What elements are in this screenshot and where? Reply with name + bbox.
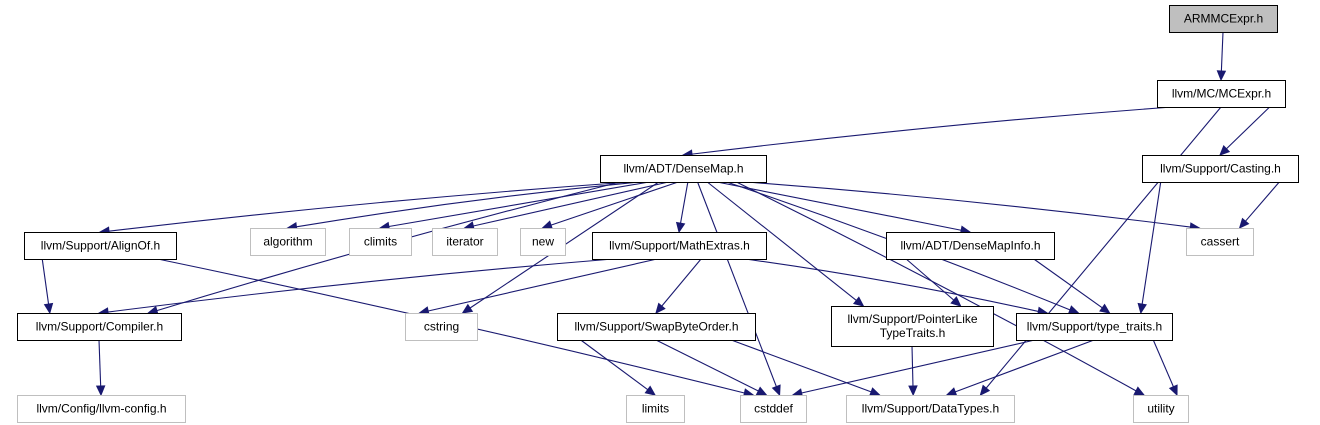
node-box	[592, 232, 767, 260]
node-label: cstddef	[754, 402, 793, 416]
node-climits[interactable]: climits	[349, 228, 412, 256]
node-box	[886, 232, 1055, 260]
node-box	[1016, 313, 1173, 341]
node-label: llvm/Support/Casting.h	[1160, 162, 1281, 176]
nodes-layer: ARMMCExpr.h llvm/MC/MCExpr.h llvm/ADT/Dens…	[17, 5, 1299, 423]
node-label: limits	[642, 402, 669, 416]
edge-mathextras-to-cstring	[418, 258, 658, 316]
edge-mathextras-to-compiler	[97, 258, 613, 317]
edge-typetraits-to-datatypes	[945, 339, 1095, 397]
node-label: llvm/ADT/DenseMapInfo.h	[900, 239, 1040, 253]
node-box	[17, 395, 186, 423]
node-label: llvm/Support/DataTypes.h	[862, 402, 999, 416]
node-box	[557, 313, 756, 341]
node-box	[17, 313, 182, 341]
node-label: llvm/Config/llvm-config.h	[36, 402, 166, 416]
node-box	[626, 395, 685, 423]
node-algorithm[interactable]: algorithm	[250, 228, 326, 256]
node-label: llvm/Support/AlignOf.h	[41, 239, 160, 253]
node-box	[1157, 80, 1286, 108]
edge-densemap-to-mathextras	[675, 181, 689, 234]
node-mcexpr[interactable]: llvm/MC/MCExpr.h	[1157, 80, 1286, 108]
node-box	[846, 395, 1015, 423]
node-label: climits	[364, 235, 397, 249]
edge-alignof-to-compiler	[41, 258, 54, 315]
node-label: algorithm	[263, 235, 312, 249]
node-densemap[interactable]: llvm/ADT/DenseMap.h	[600, 155, 767, 183]
node-box	[349, 228, 412, 256]
edge-armmcexpr-to-mcexpr	[1216, 31, 1227, 82]
edge-pointerlike-to-datatypes	[908, 345, 918, 397]
node-label: ARMMCExpr.h	[1184, 12, 1263, 26]
node-box	[1133, 395, 1189, 423]
node-llvmconfig[interactable]: llvm/Config/llvm-config.h	[17, 395, 186, 423]
node-armmcexpr[interactable]: ARMMCExpr.h	[1169, 5, 1278, 33]
node-label: cassert	[1201, 235, 1240, 249]
node-box	[432, 228, 498, 256]
node-alignof[interactable]: llvm/Support/AlignOf.h	[24, 232, 177, 260]
node-label: llvm/Support/type_traits.h	[1027, 320, 1162, 334]
node-label: new	[532, 235, 554, 249]
edge-swapbyteorder-to-datatypes	[731, 339, 881, 397]
edge-densemapinfo-to-typetraits	[1033, 258, 1111, 314]
node-densemapinfo[interactable]: llvm/ADT/DenseMapInfo.h	[886, 232, 1055, 260]
edge-swapbyteorder-to-limits	[580, 339, 656, 396]
node-limits[interactable]: limits	[626, 395, 685, 423]
node-label: llvm/Support/Compiler.h	[36, 320, 163, 334]
node-label: llvm/Support/SwapByteOrder.h	[574, 320, 738, 334]
edge-densemap-to-utility	[736, 181, 1146, 396]
node-label: llvm/ADT/DenseMap.h	[623, 162, 743, 176]
edge-mathextras-to-swapbyteorder	[655, 258, 702, 314]
edges-layer	[41, 31, 1280, 398]
node-label: llvm/MC/MCExpr.h	[1172, 87, 1271, 101]
node-casting[interactable]: llvm/Support/Casting.h	[1142, 155, 1299, 183]
node-box	[250, 228, 326, 256]
node-swapbyteorder[interactable]: llvm/Support/SwapByteOrder.h	[557, 313, 756, 341]
node-typetraits[interactable]: llvm/Support/type_traits.h	[1016, 313, 1173, 341]
node-box	[520, 228, 566, 256]
node-label: utility	[1147, 402, 1174, 416]
node-box	[1169, 5, 1278, 33]
edge-compiler-to-llvmconfig	[95, 339, 106, 397]
node-box	[740, 395, 807, 423]
node-box	[1186, 228, 1254, 256]
node-box	[831, 306, 994, 347]
edge-densemap-to-cstddef	[697, 181, 781, 397]
edge-swapbyteorder-to-cstddef	[655, 339, 768, 396]
node-datatypes[interactable]: llvm/Support/DataTypes.h	[846, 395, 1015, 423]
edge-mcexpr-to-datatypes	[979, 106, 1222, 396]
node-box	[1142, 155, 1299, 183]
node-label: llvm/Support/MathExtras.h	[609, 239, 750, 253]
edge-mcexpr-to-casting	[1219, 106, 1271, 156]
edge-densemapinfo-to-pointerlike	[905, 258, 962, 307]
node-box	[405, 313, 478, 341]
edge-densemap-to-pointerlike	[706, 181, 865, 307]
node-label: iterator	[446, 235, 483, 249]
edge-densemap-to-climits	[378, 181, 650, 232]
node-cassert[interactable]: cassert	[1186, 228, 1254, 256]
node-mathextras[interactable]: llvm/Support/MathExtras.h	[592, 232, 767, 260]
node-box	[600, 155, 767, 183]
edge-densemap-to-cassert	[746, 181, 1201, 232]
edge-casting-to-cassert	[1238, 181, 1280, 229]
edge-casting-to-typetraits	[1137, 181, 1162, 315]
edge-mcexpr-to-densemap	[681, 106, 1173, 159]
node-new[interactable]: new	[520, 228, 566, 256]
node-iterator[interactable]: iterator	[432, 228, 498, 256]
node-box	[24, 232, 177, 260]
node-cstring[interactable]: cstring	[405, 313, 478, 341]
node-compiler[interactable]: llvm/Support/Compiler.h	[17, 313, 182, 341]
node-cstddef[interactable]: cstddef	[740, 395, 807, 423]
node-utility[interactable]: utility	[1133, 395, 1189, 423]
node-label: cstring	[424, 320, 459, 334]
edge-typetraits-to-utility	[1152, 339, 1178, 397]
